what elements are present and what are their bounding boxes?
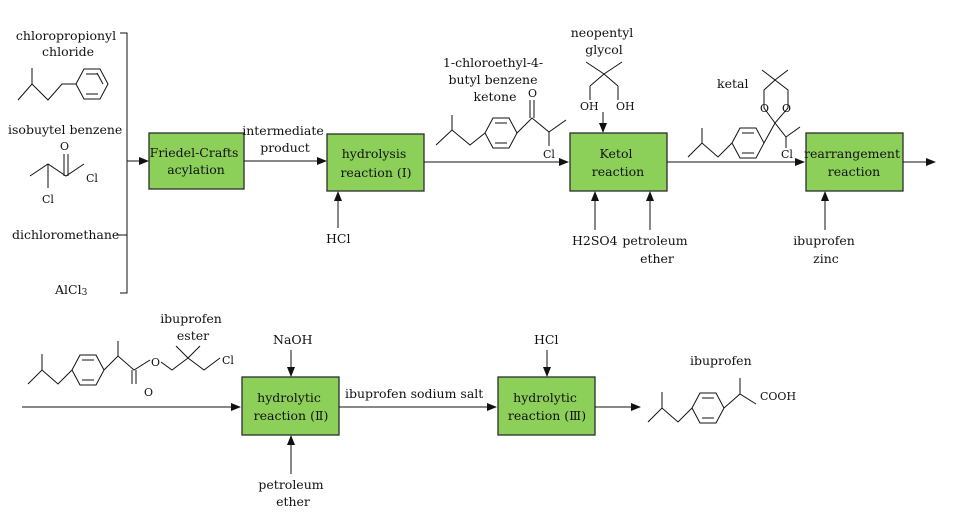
neopentyl-glycol-structure: OH OH (580, 61, 635, 113)
svg-text:O: O (760, 102, 769, 115)
svg-text:O: O (144, 386, 153, 399)
hcl-1-label: HCl (326, 231, 350, 246)
svg-text:O: O (782, 102, 791, 115)
hydrolysis-reaction-1-box (326, 133, 425, 192)
reagent-bracket (120, 32, 128, 294)
ibuprofen-label: ibuprofen (690, 353, 752, 368)
h2so4-label: H2SO4 (572, 233, 618, 248)
svg-text:Cl: Cl (42, 193, 54, 206)
ibuprofen-structure: COOH (647, 378, 796, 424)
chloropropionyl-chloride-label: chloropropionyl chloride (16, 28, 120, 59)
hydrolytic-reaction-2-label: hydrolytic reaction (Ⅱ) (254, 390, 329, 423)
hydrolytic-reaction-2-box (241, 376, 340, 436)
svg-text:Cl: Cl (543, 148, 555, 161)
neopentyl-glycol-label: neopentyl glycol (571, 25, 638, 57)
svg-text:O: O (528, 87, 537, 100)
svg-text:Cl: Cl (781, 148, 793, 161)
ketol-reaction-box (569, 132, 668, 192)
ibuprofen-ester-label: ibuprofen ester (160, 311, 226, 343)
chloropropionyl-chloride-structure: O Cl Cl (29, 140, 98, 206)
chloroethyl-ketone-label: 1-chloroethyl-4- butyl benzene ketone (443, 55, 547, 104)
svg-text:OH: OH (580, 100, 599, 113)
hydrolysis-reaction-1-label: hydrolysis reaction (Ⅰ) (340, 146, 411, 180)
isobutylbenzene-structure (17, 68, 109, 101)
ketal-label: ketal (717, 76, 748, 91)
isobutyl-benzene-label: isobuytel benzene (8, 122, 122, 137)
intermediate-product-label: intermediate product (242, 123, 328, 155)
friedel-crafts-acylation-label: Friedel-Crafts acylation (150, 145, 243, 177)
rearrangement-reaction-label: rearrangement reaction (804, 146, 904, 179)
svg-text:Cl: Cl (86, 172, 98, 185)
ibuprofen-sodium-salt-label: ibuprofen sodium salt (345, 386, 483, 401)
ibuprofen-ester-structure: O O Cl (27, 341, 234, 399)
svg-text:OH: OH (616, 100, 635, 113)
chloroethyl-ketone-structure: O Cl (435, 87, 567, 161)
petroleum-ether-1-label: petroleum ether (622, 233, 691, 266)
svg-text:COOH: COOH (760, 390, 796, 403)
hcl-2-label: HCl (534, 332, 558, 347)
rearrangement-reaction-box (805, 132, 904, 192)
svg-text:O: O (60, 140, 69, 153)
ibuprofen-zinc-label: ibuprofen zinc (793, 233, 859, 266)
ketol-reaction-label: Ketol reaction (592, 146, 644, 179)
svg-text:Cl: Cl (222, 354, 234, 367)
hydrolytic-reaction-3-label: hydrolytic reaction (Ⅲ) (508, 390, 586, 423)
friedel-crafts-acylation-box (148, 132, 245, 190)
naoh-label: NaOH (273, 332, 313, 347)
alcl3-label: AlCl3 (54, 282, 88, 298)
hydrolytic-reaction-3-box (497, 376, 596, 436)
svg-text:O: O (151, 356, 160, 369)
ketal-structure: O O Cl (687, 69, 801, 161)
dichloromethane-label: dichloromethane (12, 227, 119, 242)
petroleum-ether-2-label: petroleum ether (258, 477, 327, 509)
